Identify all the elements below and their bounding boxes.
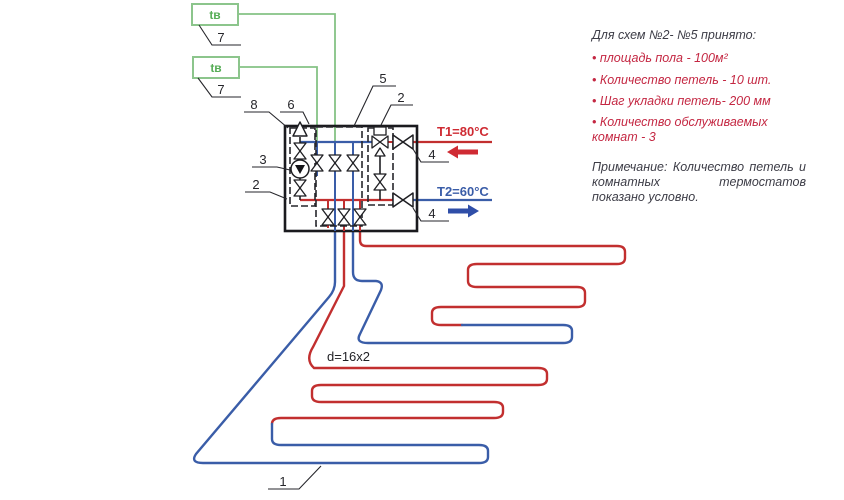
valve-icon xyxy=(293,179,307,197)
callout-4-bottom: 4 xyxy=(428,206,435,221)
thermostat-wire-1 xyxy=(238,13,336,155)
loop-valve-icon xyxy=(321,208,335,226)
floor-loop1-return-pipe xyxy=(192,229,490,465)
callout-leaders xyxy=(197,24,449,490)
manifold-module-box xyxy=(315,126,363,227)
callout-7-upper: 7 xyxy=(217,30,224,45)
mixing-unit-cabinet xyxy=(283,124,419,233)
thermostat-box-1 xyxy=(191,3,239,26)
loop-valve-icon xyxy=(337,208,351,226)
valve-actuator-icon xyxy=(373,126,387,136)
floor-loop2-supply-pipe xyxy=(358,229,627,327)
air-vent-icon xyxy=(292,121,308,137)
notes-bullet-loop-count: • Количество петель - 10 шт. xyxy=(592,72,772,87)
supply-temperature-label: T1=80°C xyxy=(437,124,489,139)
loop-valve-icon xyxy=(328,154,342,172)
valve-icon xyxy=(373,173,387,191)
callout-4-top: 4 xyxy=(428,147,435,162)
pipe-size-label: d=16x2 xyxy=(327,349,370,364)
callout-2-left: 2 xyxy=(252,177,259,192)
notes-header: Для схем №2- №5 принято: xyxy=(592,28,757,42)
callout-8: 8 xyxy=(250,97,257,112)
floor-loop2-return-pipe xyxy=(351,229,574,345)
return-flow-arrow xyxy=(448,204,479,218)
callout-3: 3 xyxy=(259,152,266,167)
ball-valve-icon xyxy=(392,192,414,208)
loop-valve-icon xyxy=(310,154,324,172)
supply-flow-arrow xyxy=(447,145,478,159)
loop-valve-icon xyxy=(346,154,360,172)
ball-valve-icon xyxy=(392,134,414,150)
notes-remark: Примечание: Количество петель и комнатны… xyxy=(592,159,806,205)
notes-bullet-loop-spacing: • Шаг укладки петель- 200 мм xyxy=(592,93,771,108)
return-temperature-label: T2=60°C xyxy=(437,184,489,199)
callout-6: 6 xyxy=(287,97,294,112)
callout-5: 5 xyxy=(379,71,386,86)
callout-2-top: 2 xyxy=(397,90,404,105)
valve-icon xyxy=(293,142,307,160)
thermostat-label-1: tв xyxy=(209,8,220,22)
pump-rotor-icon xyxy=(295,165,305,174)
loop-valve-icon xyxy=(353,208,367,226)
three-way-valve-icon xyxy=(371,135,389,149)
callout-1: 1 xyxy=(279,474,286,489)
three-way-valve-bottom-port xyxy=(374,147,386,157)
floor-loop1-supply-pipe xyxy=(270,229,549,426)
notes-panel: Для схем №2- №5 принято: • площадь пола … xyxy=(592,28,806,205)
thermostat-label-2: tв xyxy=(210,61,221,75)
callout-7-lower: 7 xyxy=(217,82,224,97)
notes-bullet-floor-area: • площадь пола - 100м² xyxy=(592,51,728,66)
thermostat-box-2 xyxy=(192,56,240,79)
notes-bullet-room-count: • Количество обслуживаемых комнат - 3 xyxy=(592,115,768,145)
